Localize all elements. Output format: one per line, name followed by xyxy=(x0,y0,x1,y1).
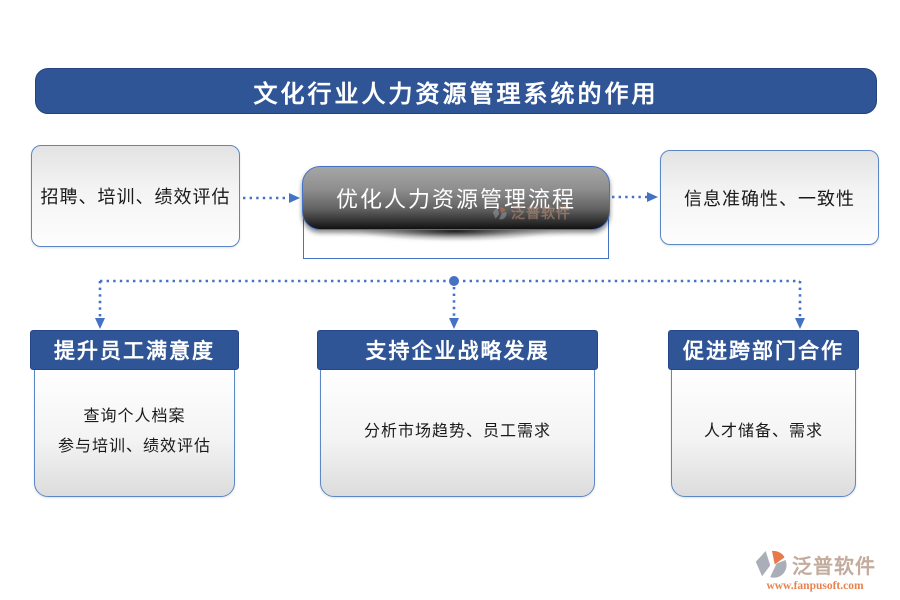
arrowhead-benefit-2 xyxy=(449,318,459,329)
benefit-card-2-line-1: 分析市场趋势、员工需求 xyxy=(363,423,551,440)
watermark-inline-text: 泛普软件 xyxy=(511,207,571,222)
benefit-card-1-header: 提升员工满意度 xyxy=(30,330,239,370)
arrowhead-input-to-center xyxy=(289,193,300,203)
junction-dot xyxy=(449,276,459,286)
benefit-card-3-line-1: 人才储备、需求 xyxy=(703,423,823,440)
arrowhead-center-to-output xyxy=(647,192,658,202)
flow-box-center: 优化人力资源管理流程 xyxy=(302,166,610,230)
watermark-inline: 泛普软件 xyxy=(492,202,612,224)
flow-box-center-label: 优化人力资源管理流程 xyxy=(335,187,576,212)
arrowhead-benefit-1 xyxy=(95,318,105,329)
flow-box-output: 信息准确性、一致性 xyxy=(660,150,879,245)
benefit-card-1-line-2: 参与培训、绩效评估 xyxy=(57,438,211,455)
flow-box-input: 招聘、培训、绩效评估 xyxy=(31,145,240,247)
center-box-shadow xyxy=(306,229,604,256)
benefit-card-1-body: 查询个人档案 参与培训、绩效评估 xyxy=(34,367,235,497)
benefit-card-2-header: 支持企业战略发展 xyxy=(317,330,598,370)
brand-logo-icon xyxy=(492,206,507,219)
benefit-card-3-body: 人才储备、需求 xyxy=(671,367,856,497)
watermark-footer: 泛普软件 www.fanpusoft.com xyxy=(748,548,882,592)
benefit-card-1-line-1: 查询个人档案 xyxy=(83,408,186,425)
benefit-card-3-header: 促进跨部门合作 xyxy=(668,330,859,370)
brand-name: 泛普软件 xyxy=(792,556,876,578)
flow-box-input-label: 招聘、培训、绩效评估 xyxy=(40,187,231,207)
benefit-card-2-body: 分析市场趋势、员工需求 xyxy=(320,367,595,497)
arrowhead-benefit-3 xyxy=(795,318,805,329)
flow-box-output-label: 信息准确性、一致性 xyxy=(684,188,855,209)
brand-logo-icon xyxy=(755,550,787,578)
brand-url: www.fanpusoft.com xyxy=(766,580,864,592)
page-title: 文化行业人力资源管理系统的作用 xyxy=(35,68,877,114)
